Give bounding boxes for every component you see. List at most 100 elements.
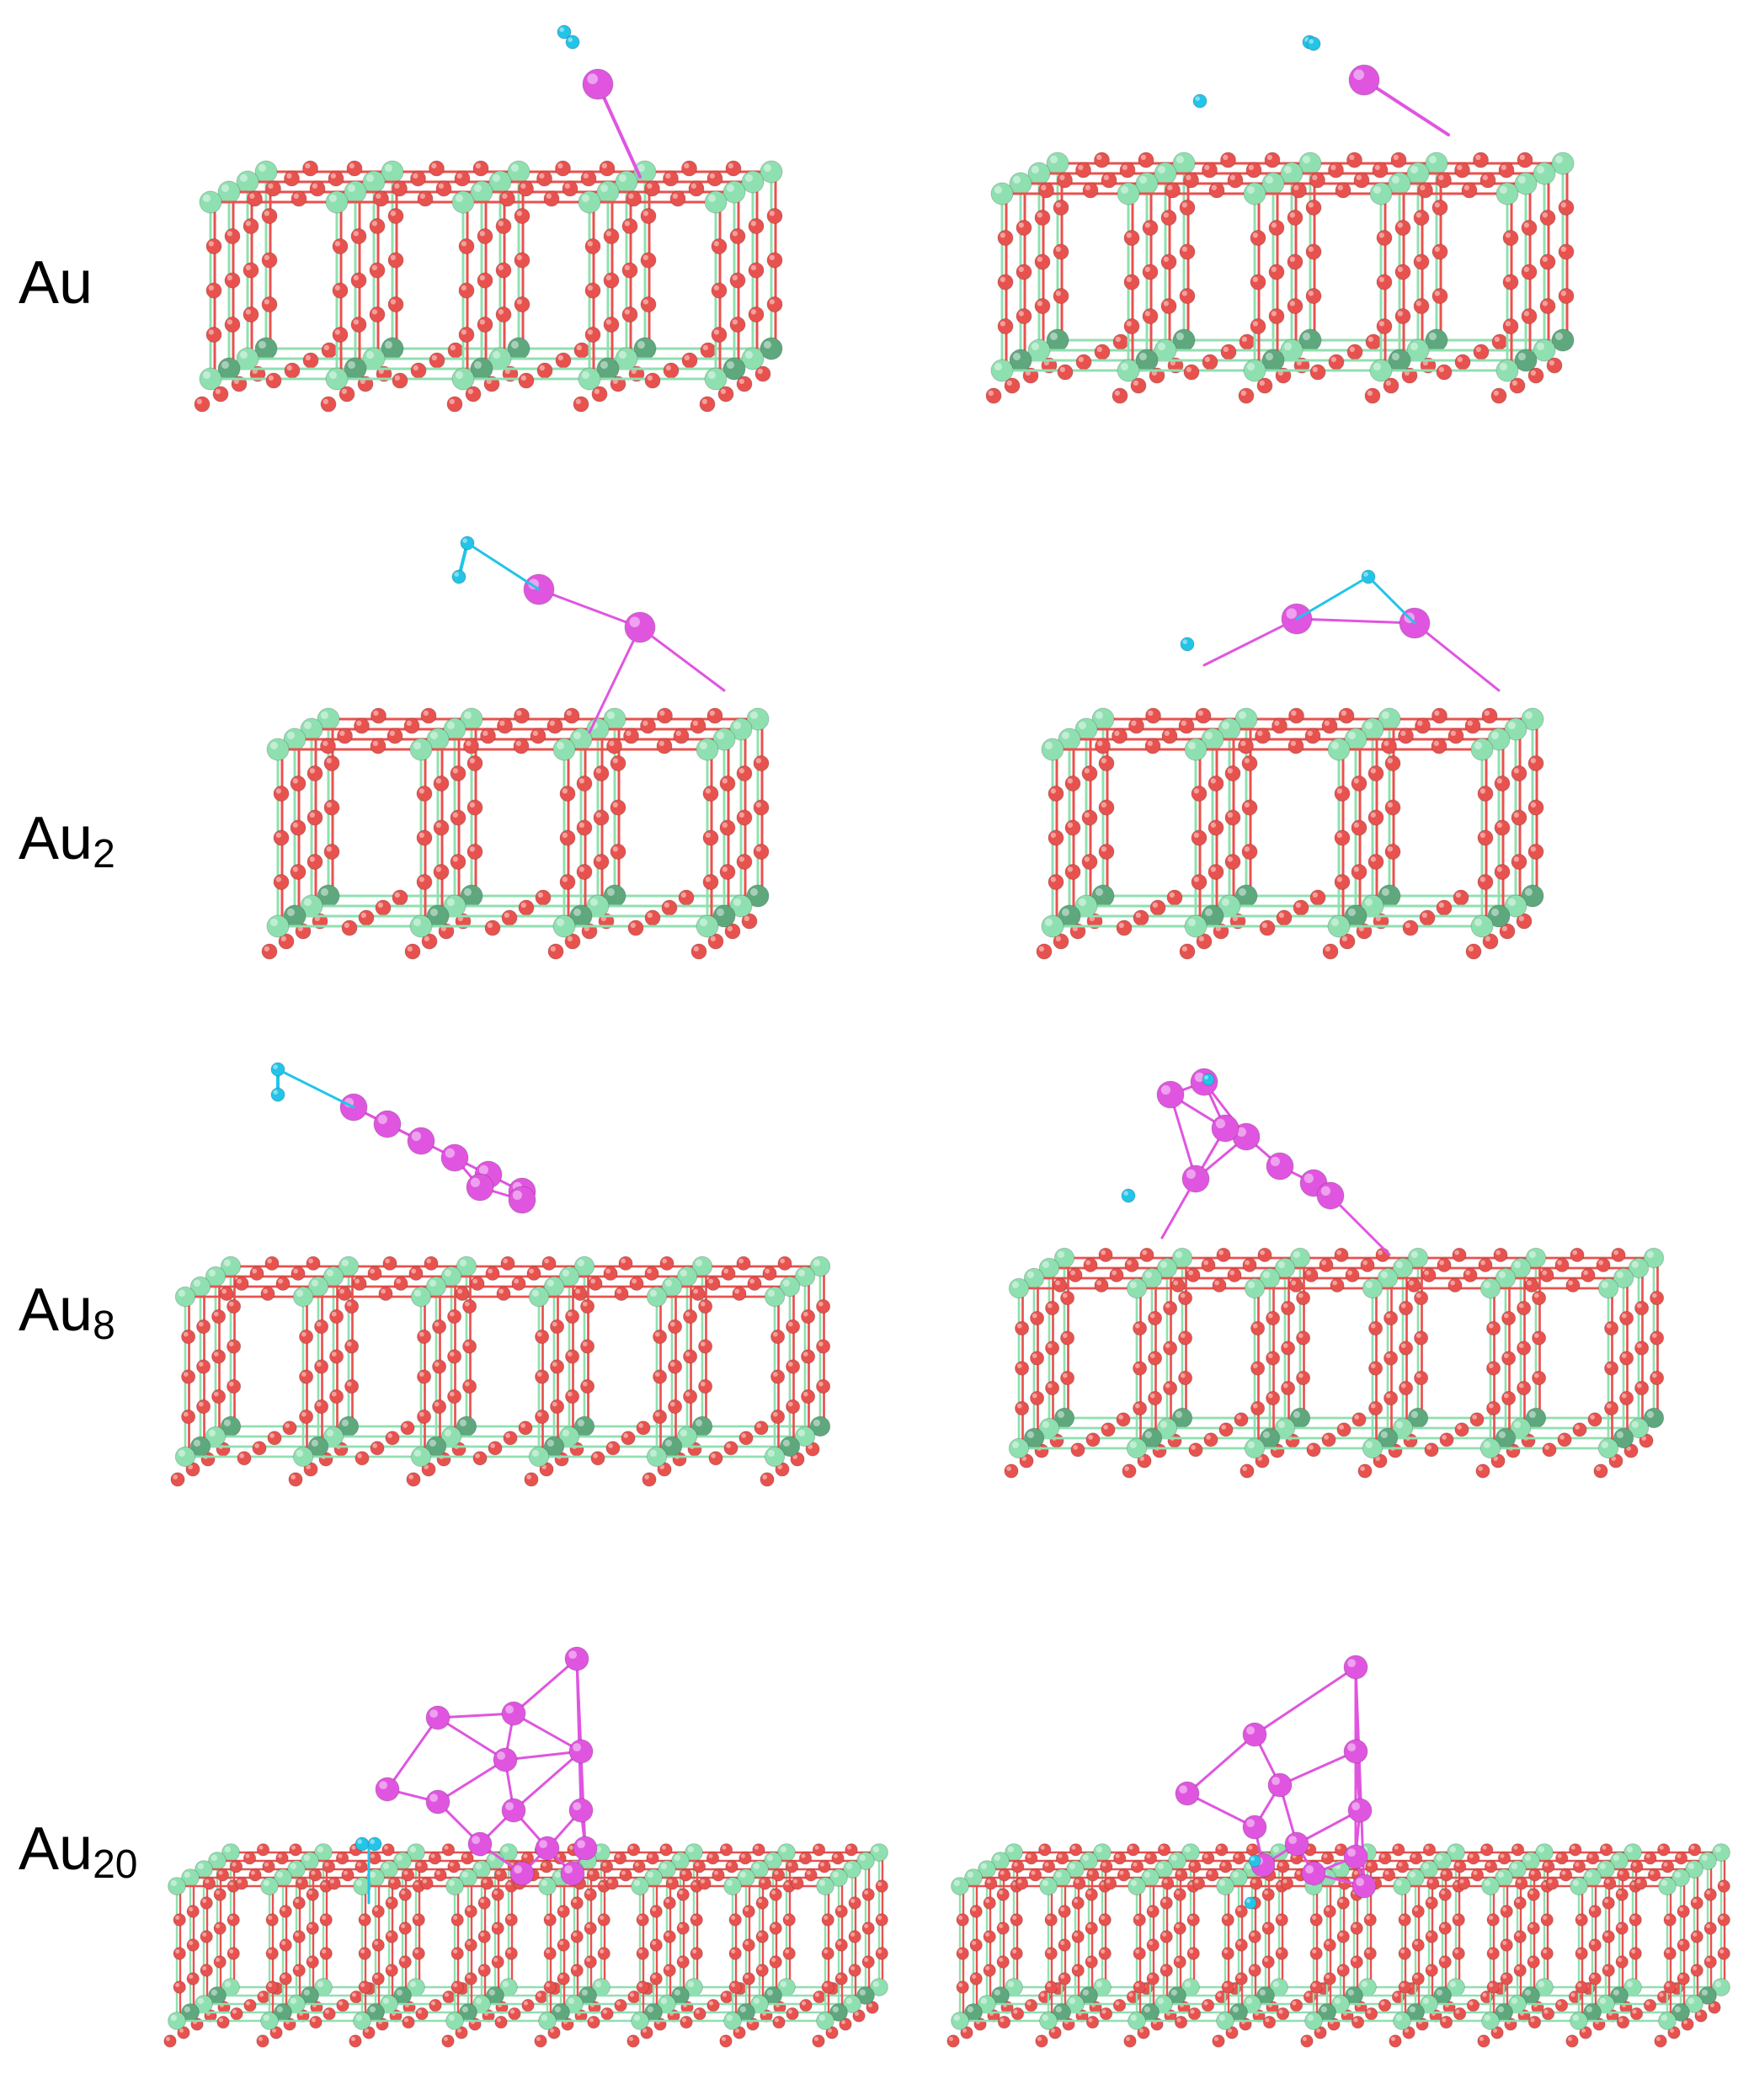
oxygen-atom [543,1913,557,1927]
metal-atom-highlight [744,350,753,360]
oxygen-atom [1133,1400,1148,1416]
oxygen-atom [464,1938,477,1952]
oxygen-atom [593,809,610,826]
oxygen-atom [753,844,770,860]
oxygen-atom [1501,1310,1517,1326]
gold-atom [375,1777,400,1802]
metal-atom-highlight [1204,731,1213,739]
oxygen-atom-highlight [1190,1862,1195,1867]
metal-atom-highlight [600,184,608,192]
gold-atom-highlight [1286,608,1297,619]
oxygen-atom [514,707,530,724]
oxygen-atom-highlight [1227,856,1233,862]
oxygen-atom-highlight [286,365,292,370]
oxygen-atom [264,1255,280,1271]
oxygen-atom-highlight [1152,902,1158,908]
metal-atom [829,2003,848,2022]
oxygen-atom [960,2026,973,2039]
metal-atom [1613,1267,1634,1289]
oxygen-atom [1703,1921,1717,1935]
oxygen-atom [265,1913,279,1927]
metal-atom-highlight [749,711,758,719]
oxygen-atom-highlight [1021,1456,1026,1461]
oxygen-atom [1383,1390,1399,1406]
gold-atom [568,1798,594,1823]
metal-atom-highlight [763,340,771,349]
metal-atom-highlight [1687,1863,1694,1869]
metal-atom-highlight [707,194,716,202]
oxygen-atom-highlight [252,1268,257,1274]
oxygen-atom [477,317,493,333]
oxygen-atom [290,819,307,836]
oxygen-atom-highlight [1149,1353,1155,1358]
oxygen-atom-highlight [638,1915,643,1920]
oxygen-atom [1513,1964,1527,1977]
gold-bond [436,1758,507,1804]
oxygen-atom-highlight [426,1258,431,1264]
oxygen-atom [173,1947,186,1960]
oxygen-atom-highlight [1038,946,1044,951]
oxygen-atom [818,1860,831,1873]
oxygen-atom [1238,387,1255,404]
oxygen-atom [1109,1267,1124,1282]
oxygen-atom [1160,298,1177,314]
oxygen-atom-highlight [1087,1957,1092,1962]
gold-atom-highlight [445,1148,455,1158]
oxygen-atom-highlight [1248,164,1254,171]
oxygen-atom [606,738,622,754]
metal-atom-highlight [1144,1271,1152,1278]
oxygen-atom-highlight [586,1923,591,1928]
oxygen-atom [553,1852,567,1865]
metal-atom-highlight [1247,1441,1255,1448]
oxygen-atom-highlight [529,1268,534,1274]
oxygen-atom [1191,829,1208,846]
oxygen-atom-highlight [1341,710,1346,716]
oxygen-atom [984,1877,998,1890]
metal-atom-highlight [1536,165,1544,173]
oxygen-atom [621,306,638,322]
oxygen-atom-highlight [1087,1923,1092,1928]
oxygen-atom-highlight [1118,922,1124,928]
metal-atom [1597,1277,1619,1299]
metal-atom [779,1436,801,1458]
oxygen-atom [1542,1860,1555,1873]
oxygen-atom-highlight [1400,1383,1406,1388]
metal-atom-highlight [1262,1271,1270,1278]
oxygen-atom [1142,308,1159,324]
metal-atom [696,738,719,761]
oxygen-atom [429,1998,442,2012]
oxygen-atom-highlight [316,1362,322,1367]
oxygen-atom [417,1329,432,1345]
oxygen-atom-highlight [1502,1906,1507,1911]
oxygen-atom-highlight [1062,1372,1068,1378]
oxygen-atom-highlight [1383,740,1389,746]
oxygen-atom [1248,1964,1261,1977]
gold-atom [535,1836,560,1861]
oxygen-atom [1240,1463,1255,1479]
metal-atom [722,357,746,381]
oxygen-atom [1708,2001,1721,2014]
metal-atom-highlight [455,370,463,380]
metal-atom-highlight [680,1429,688,1436]
oxygen-atom-highlight [652,1940,657,1945]
metal-atom-highlight [1428,155,1437,163]
oxygen-atom-highlight [1378,321,1384,327]
metal-atom-highlight [649,1449,658,1457]
oxygen-atom-highlight [1298,1372,1304,1378]
metal-atom-highlight [1238,711,1246,719]
oxygen-atom [1351,1412,1367,1427]
oxygen-atom-highlight [452,856,458,862]
oxygen-atom [1241,799,1258,816]
oxygen-atom [996,1888,1010,1901]
oxygen-atom-highlight [1252,1403,1258,1409]
oxygen-atom [257,1990,270,2004]
metal-atom-highlight [1391,175,1399,184]
metal-atom [712,728,736,751]
metal-atom-highlight [492,173,500,182]
oxygen-atom [593,765,610,781]
oxygen-atom-highlight [1411,1853,1416,1858]
metal-atom [1685,1995,1703,2013]
oxygen-atom-highlight [1135,1915,1140,1920]
metal-atom-highlight [1436,1854,1442,1861]
oxygen-atom [584,1888,597,1901]
